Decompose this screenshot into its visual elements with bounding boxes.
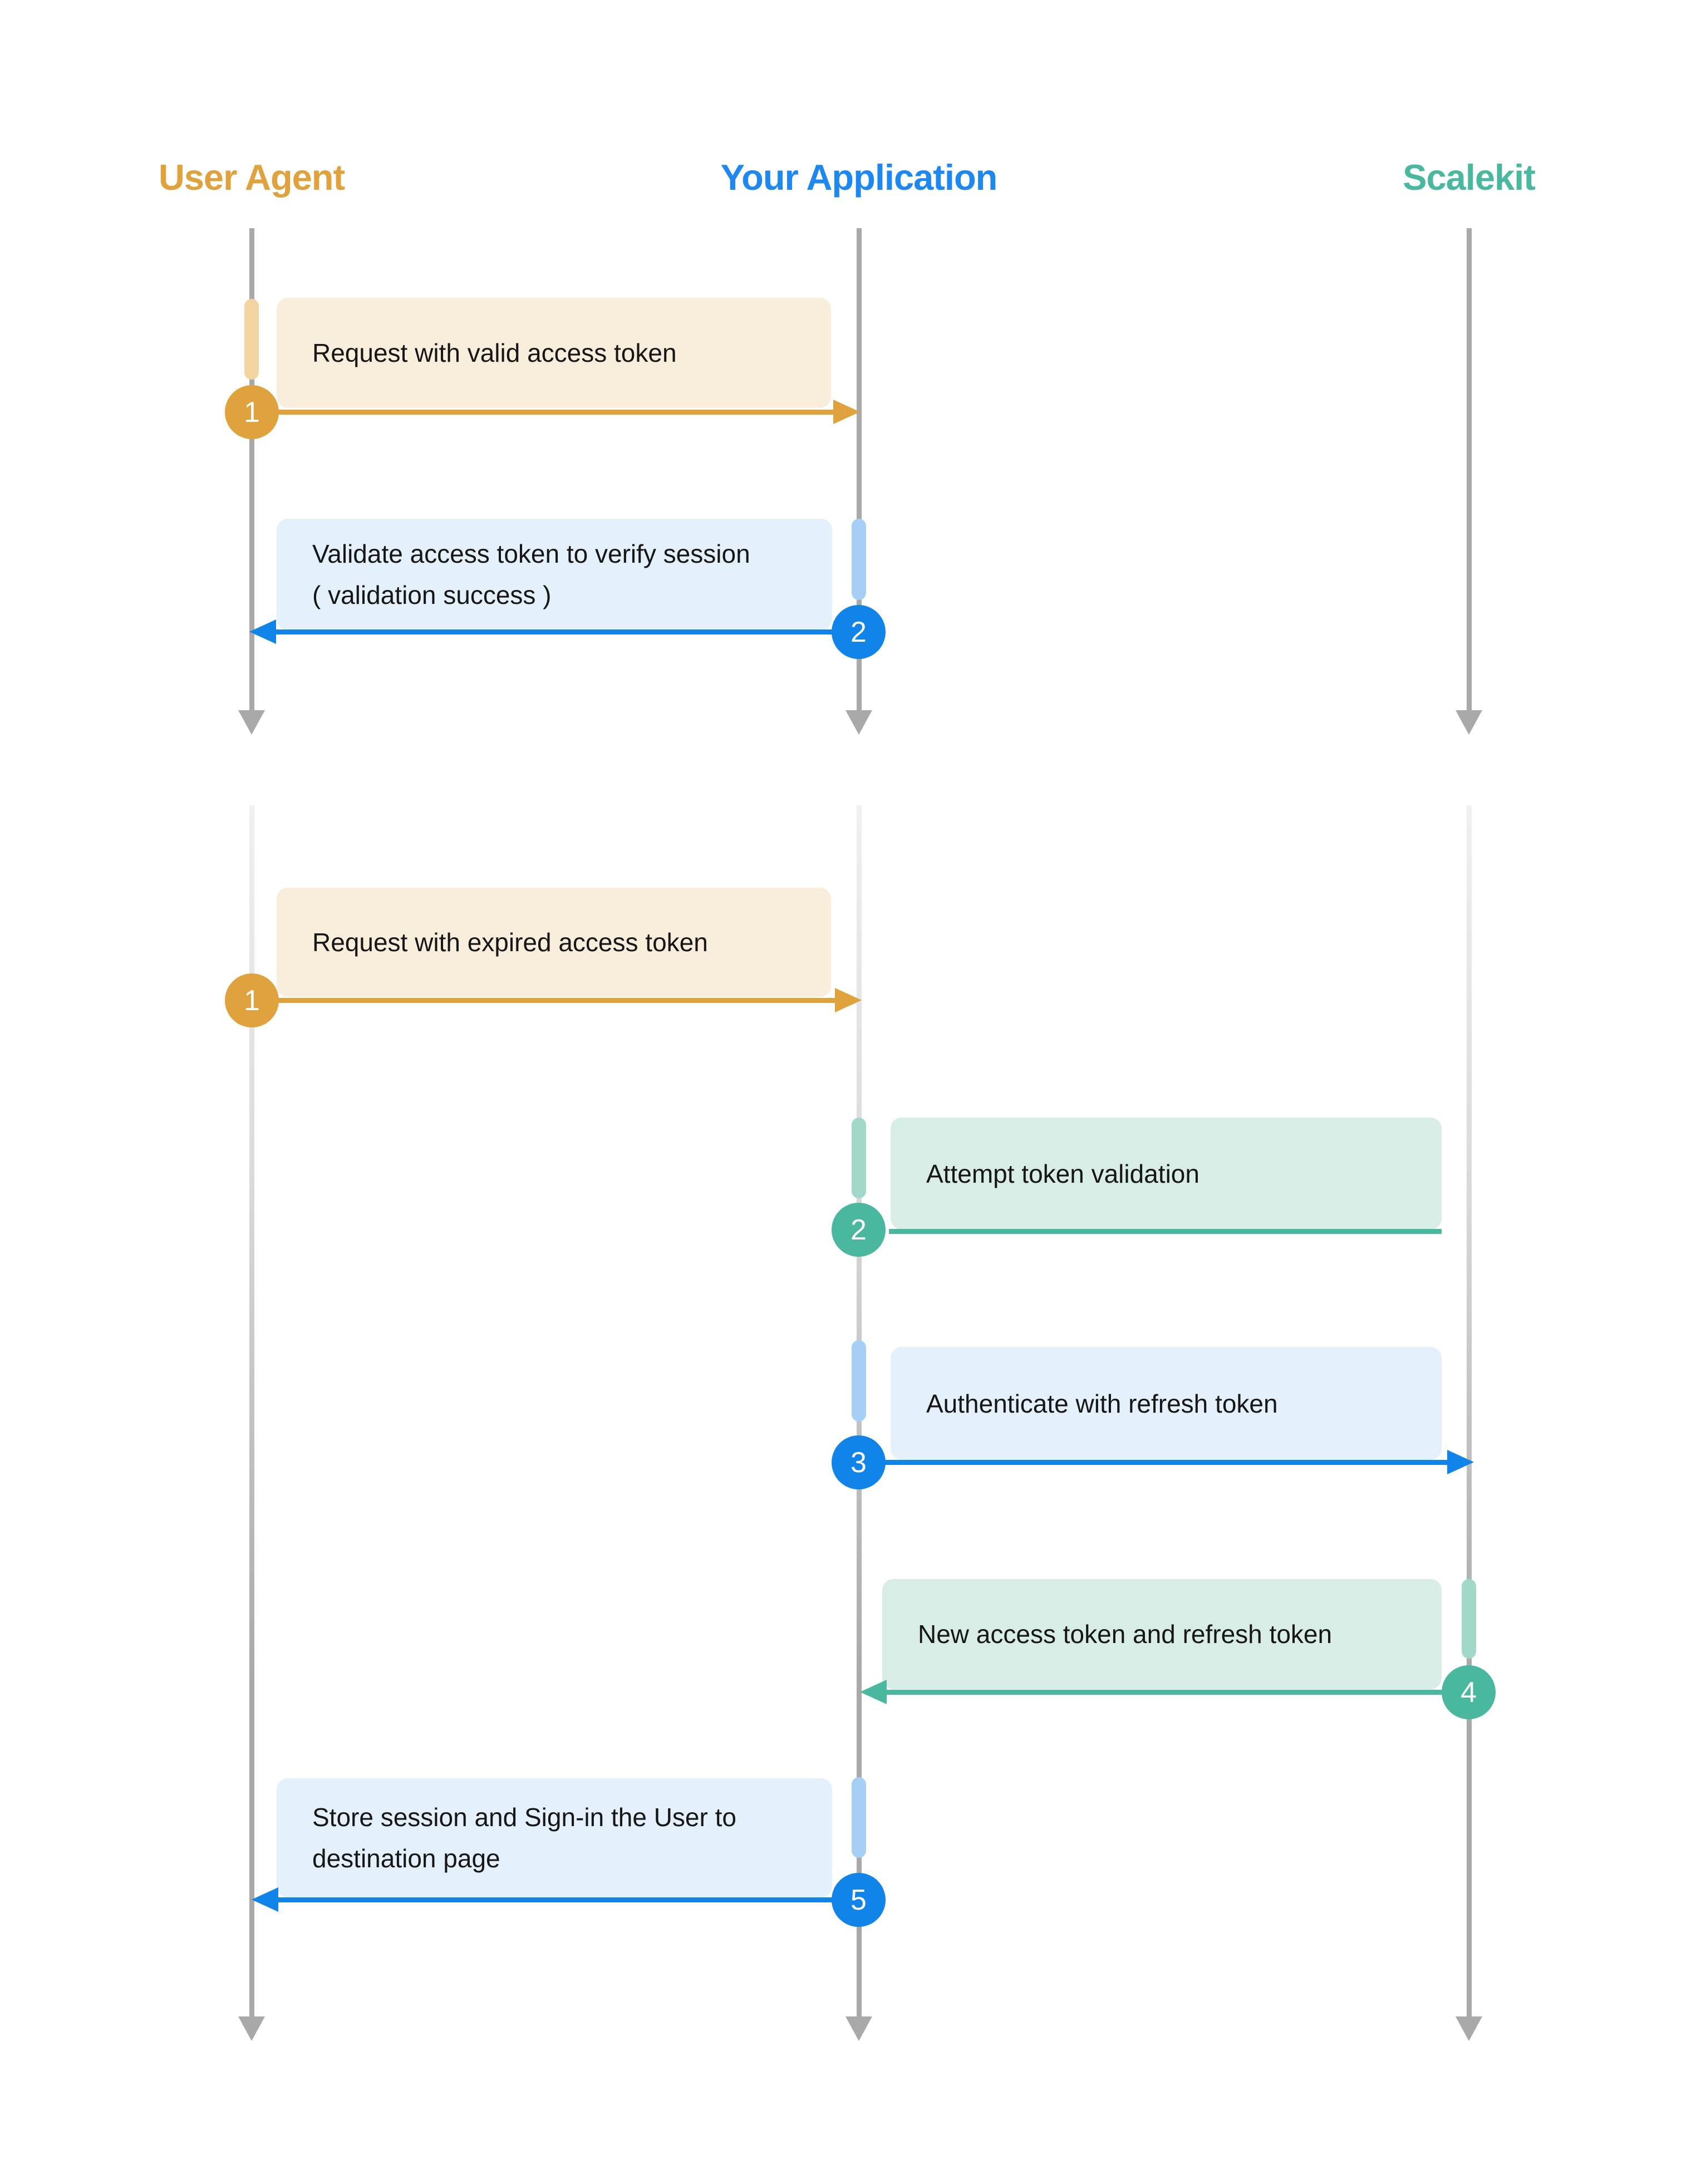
message-text-line: Request with expired access token xyxy=(312,928,708,957)
lifeline-arrowhead-icon xyxy=(1456,710,1482,735)
lifeline-arrowhead-icon xyxy=(238,710,265,735)
lifeline-user-agent-s2 xyxy=(249,805,254,2019)
lifeline-arrowhead-icon xyxy=(845,2016,872,2041)
step-number-badge: 3 xyxy=(832,1435,886,1489)
message-text-line: New access token and refresh token xyxy=(918,1620,1333,1649)
actor-label-scalekit: Scalekit xyxy=(1403,157,1536,198)
message-box: Request with expired access token xyxy=(277,888,831,997)
message-arrow-line xyxy=(252,410,834,415)
message-underline xyxy=(889,1229,1442,1234)
message-arrow-line xyxy=(859,1460,1448,1465)
message-arrow-line xyxy=(252,998,836,1003)
activation-bar-your-application xyxy=(852,1777,866,1858)
message-box: Store session and Sign-in the User to de… xyxy=(277,1778,832,1897)
step-number-badge: 5 xyxy=(832,1873,886,1927)
step-number-badge: 4 xyxy=(1442,1665,1496,1719)
step-number-badge: 1 xyxy=(225,385,279,439)
arrowhead-left-icon xyxy=(860,1680,887,1704)
message-arrow-line xyxy=(276,629,859,634)
message-box: Validate access token to verify session … xyxy=(277,519,832,630)
lifeline-user-agent-s1 xyxy=(249,228,254,710)
message-text-line: Validate access token to verify session xyxy=(312,539,750,568)
lifeline-arrowhead-icon xyxy=(845,710,872,735)
arrowhead-right-icon xyxy=(835,988,862,1012)
arrowhead-left-icon xyxy=(249,619,276,644)
message-text-line: Attempt token validation xyxy=(926,1159,1199,1188)
activation-bar-scalekit xyxy=(1462,1579,1476,1659)
actor-label-your-application: Your Application xyxy=(720,157,998,198)
step-number-badge: 2 xyxy=(832,1203,886,1257)
lifeline-arrowhead-icon xyxy=(238,2016,265,2041)
lifeline-your-application-s1 xyxy=(857,228,862,710)
actor-label-user-agent: User Agent xyxy=(158,157,345,198)
activation-bar-your-application xyxy=(852,1340,866,1421)
message-box: Authenticate with refresh token xyxy=(891,1347,1442,1460)
activation-bar-your-application xyxy=(852,1118,866,1198)
step-number-badge: 1 xyxy=(225,973,279,1027)
arrowhead-right-icon xyxy=(1447,1450,1474,1474)
message-text-line: Store session and Sign-in the User to xyxy=(312,1803,736,1832)
lifeline-scalekit-s2 xyxy=(1467,805,1472,2019)
message-text-line: Authenticate with refresh token xyxy=(926,1389,1278,1418)
message-arrow-line xyxy=(887,1690,1469,1695)
activation-bar-user-agent xyxy=(244,299,259,380)
arrowhead-left-icon xyxy=(252,1887,278,1912)
lifeline-arrowhead-icon xyxy=(1456,2016,1482,2041)
activation-bar-your-application xyxy=(852,519,866,600)
message-box: Request with valid access token xyxy=(277,298,831,408)
message-box: New access token and refresh token xyxy=(882,1579,1442,1689)
lifeline-scalekit-s1 xyxy=(1467,228,1472,710)
message-text-line: destination page xyxy=(312,1844,500,1873)
step-number-badge: 2 xyxy=(832,605,886,659)
arrowhead-right-icon xyxy=(833,400,860,424)
message-text-line: Request with valid access token xyxy=(312,338,677,367)
message-text-line: ( validation success ) xyxy=(312,581,552,609)
message-arrow-line xyxy=(278,1897,859,1902)
message-box: Attempt token validation xyxy=(891,1118,1442,1229)
